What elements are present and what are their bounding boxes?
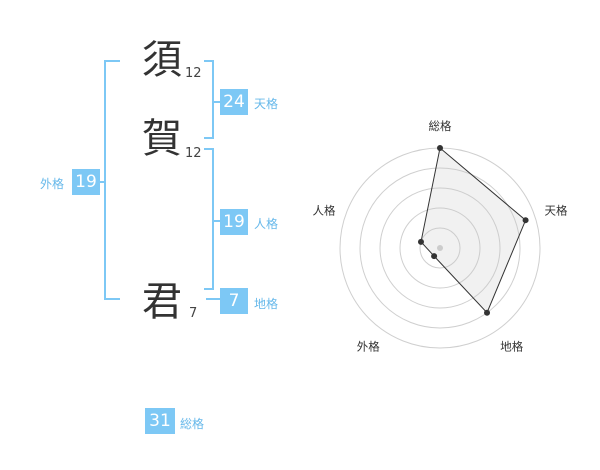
radar-center-dot bbox=[437, 245, 443, 251]
stroke-count-2: 12 bbox=[185, 146, 202, 161]
soukaku-value: 31 bbox=[145, 408, 175, 434]
tenkaku-bracket-bottom bbox=[204, 137, 214, 139]
tenkaku-bracket-vertical bbox=[212, 60, 214, 139]
jinkaku-label: 人格 bbox=[254, 217, 279, 231]
soukaku-label: 総格 bbox=[180, 417, 205, 431]
gaikaku-bracket-top bbox=[104, 60, 120, 62]
chikaku-label: 地格 bbox=[254, 297, 279, 311]
radar-ring-1 bbox=[419, 227, 461, 269]
jinkaku-bracket-vertical bbox=[212, 148, 214, 290]
stroke-count-1: 12 bbox=[185, 66, 202, 81]
gaikaku-bracket-tick bbox=[98, 181, 105, 183]
radar-ring-4 bbox=[359, 167, 521, 329]
gaikaku-label: 外格 bbox=[40, 177, 65, 191]
name-char-2: 賀 bbox=[142, 116, 182, 162]
stroke-count-3: 7 bbox=[189, 306, 198, 321]
radar-axis-label-2: 天格 bbox=[545, 203, 568, 217]
gaikaku-bracket-vertical bbox=[104, 60, 106, 300]
jinkaku-value: 19 bbox=[220, 209, 248, 235]
tenkaku-bracket-tick bbox=[213, 101, 220, 103]
radar-ring-3 bbox=[379, 187, 501, 309]
radar-axis-label-1: 総格 bbox=[429, 119, 452, 133]
radar-axis-label-5: 人格 bbox=[312, 203, 335, 217]
name-char-1: 須 bbox=[142, 37, 182, 83]
jinkaku-bracket-top bbox=[204, 148, 214, 150]
radar-ring-2 bbox=[399, 207, 481, 289]
jinkaku-bracket-bottom bbox=[204, 288, 214, 290]
jinkaku-bracket-tick bbox=[213, 220, 220, 222]
gaikaku-bracket-bottom bbox=[104, 298, 120, 300]
tenkaku-label: 天格 bbox=[254, 97, 279, 111]
tenkaku-value: 24 bbox=[220, 89, 248, 115]
radar-axis-label-3: 地格 bbox=[500, 340, 523, 354]
name-char-3: 君 bbox=[142, 279, 182, 325]
radar-point-1 bbox=[437, 145, 443, 151]
gaikaku-value: 19 bbox=[72, 169, 100, 195]
chikaku-connector bbox=[206, 298, 220, 300]
radar-area bbox=[420, 147, 527, 314]
tenkaku-bracket-top bbox=[204, 60, 214, 62]
radar-axis-label-4: 外格 bbox=[357, 340, 380, 354]
radar-point-5 bbox=[417, 238, 424, 245]
chikaku-value: 7 bbox=[220, 288, 248, 314]
radar-point-3 bbox=[484, 309, 491, 316]
radar-point-4 bbox=[431, 253, 438, 260]
radar-point-2 bbox=[522, 217, 529, 224]
